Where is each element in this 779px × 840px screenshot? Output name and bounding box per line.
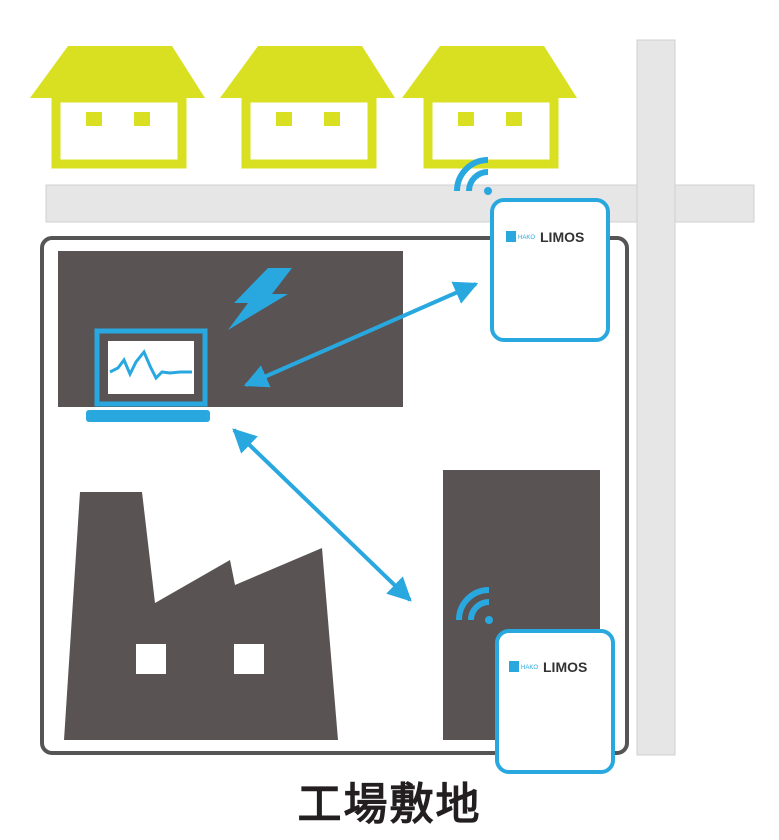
- device-logo-small: HAKO: [521, 665, 538, 671]
- house-icon: [402, 46, 577, 169]
- device-brand: LIMOS: [543, 659, 587, 675]
- laptop-icon: [86, 328, 210, 422]
- wifi-icon: [454, 157, 492, 195]
- factory-icon: [64, 492, 338, 740]
- wifi-icon: [456, 587, 493, 624]
- house-icon: [220, 46, 395, 169]
- house-icon: [30, 46, 205, 169]
- limos-device-top: HAKO LIMOS: [490, 198, 610, 342]
- device-logo-small: HAKO: [518, 235, 535, 241]
- road-vertical: [636, 39, 676, 756]
- road-horizontal: [45, 184, 755, 223]
- limos-device-bottom: HAKO LIMOS: [495, 629, 615, 774]
- device-brand: LIMOS: [540, 229, 584, 245]
- arrow-laptop-top-device: [243, 281, 479, 388]
- logo-mark-icon: [506, 231, 516, 242]
- arrow-laptop-bottom-device: [232, 428, 412, 602]
- logo-mark-icon: [509, 661, 519, 672]
- site-caption: 工場敷地: [297, 779, 482, 830]
